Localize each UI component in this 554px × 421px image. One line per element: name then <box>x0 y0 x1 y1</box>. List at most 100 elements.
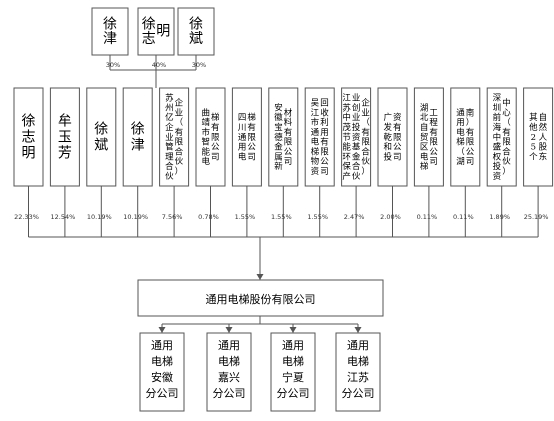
subsidiary-name-line: 分公司 <box>146 387 179 400</box>
char: 合 <box>361 146 370 157</box>
char: 新 <box>274 161 283 172</box>
char: 司 <box>393 152 402 162</box>
char: 苏 <box>165 93 174 104</box>
char: 伙 <box>502 157 511 167</box>
shareholder-box <box>268 87 299 187</box>
company-arrow <box>256 274 264 280</box>
char: 司 <box>466 157 475 167</box>
shareholder-box <box>195 87 226 187</box>
char: 有 <box>211 122 220 133</box>
shareholder-pct: 12.54% <box>51 213 76 221</box>
char: 企 <box>361 98 370 109</box>
char: 津 <box>131 138 145 154</box>
char: 江 <box>311 108 320 118</box>
top-shareholder-box <box>137 7 175 56</box>
char: 电 <box>311 137 320 148</box>
char: 梯 <box>211 112 220 123</box>
char: 梯 <box>456 137 465 148</box>
shareholder-box <box>13 87 44 187</box>
char: 人 <box>539 133 548 143</box>
char: 限 <box>320 147 329 157</box>
shareholder-pct: 22.33% <box>14 213 39 221</box>
shareholder-pct: 1.55% <box>307 213 328 221</box>
char: 靖 <box>201 117 210 128</box>
subsidiary-name-line: 分公司 <box>277 387 310 400</box>
char: 用 <box>238 143 247 153</box>
char: 环 <box>342 152 351 162</box>
char: 用 <box>320 128 329 138</box>
char: 志 <box>22 130 36 146</box>
char: 限 <box>429 138 438 148</box>
char: 公 <box>429 147 438 157</box>
char: 限 <box>211 133 220 143</box>
char: 回 <box>320 99 329 109</box>
char: 徽 <box>274 112 283 123</box>
char: （ <box>502 117 511 128</box>
char: 业 <box>175 107 184 118</box>
char: （ <box>361 117 370 128</box>
char: 投 <box>493 161 502 172</box>
char: 有 <box>175 127 184 138</box>
char: 合 <box>175 146 184 157</box>
char: 金 <box>352 151 361 162</box>
shareholder-pct: 0.11% <box>417 213 438 221</box>
char: 公 <box>320 157 329 167</box>
subsidiary-box <box>335 332 381 412</box>
subsidiary-box <box>206 332 252 412</box>
char: 有 <box>247 122 256 133</box>
char: 电 <box>420 151 429 162</box>
char: 业 <box>352 112 361 123</box>
top-shareholder-box <box>91 7 129 56</box>
char: 茂 <box>342 122 351 133</box>
subsidiary-arrow <box>158 327 166 333</box>
char: 安 <box>274 102 283 113</box>
char: 5 <box>531 143 536 153</box>
top-shareholder-name: 徐斌 <box>189 16 203 47</box>
char: 电 <box>201 156 210 167</box>
company-box <box>137 279 384 317</box>
char: 投 <box>383 151 392 162</box>
char: 市 <box>311 117 320 128</box>
subsidiary-name-line: 安徽 <box>151 370 173 384</box>
char: 司 <box>429 157 438 167</box>
char: ） <box>502 166 511 177</box>
shareholder-box <box>413 87 444 187</box>
shareholder-box <box>159 87 190 187</box>
char: 伙 <box>165 172 174 182</box>
char: 梯 <box>420 161 429 172</box>
char: 伙 <box>361 157 370 167</box>
char: 公 <box>393 143 402 153</box>
subsidiary-name-line: 电梯 <box>151 355 173 368</box>
char: 南 <box>466 107 475 118</box>
char: 司 <box>284 157 293 167</box>
subsidiary-name-line: 通用 <box>347 339 369 352</box>
char: 基 <box>352 142 361 153</box>
char: 电 <box>238 151 247 162</box>
char: 业 <box>165 132 174 143</box>
shareholder-name: 徐津 <box>131 122 145 154</box>
char: 德 <box>274 132 283 143</box>
char: 有 <box>320 137 329 148</box>
shareholder-name: 通用电梯（湖南）有限公司 <box>456 107 475 167</box>
char: 利 <box>320 117 329 128</box>
char: 宝 <box>274 122 283 133</box>
top-shareholder-box <box>177 7 215 56</box>
char: 公 <box>211 143 220 153</box>
char: （ <box>175 117 184 128</box>
char: 材 <box>284 107 293 118</box>
char: 保 <box>342 161 351 172</box>
char: 收 <box>320 107 329 118</box>
char: 公 <box>284 147 293 157</box>
char: 芳 <box>58 145 72 162</box>
char: 有 <box>361 127 370 138</box>
shareholder-name: 徐志明 <box>22 113 36 161</box>
char: 苏 <box>342 102 351 113</box>
char: 金 <box>274 142 283 153</box>
char: 合 <box>165 161 174 172</box>
char: 物 <box>311 156 320 167</box>
char: （ <box>456 146 465 157</box>
char: 四 <box>238 113 247 123</box>
char: 程 <box>429 118 438 128</box>
